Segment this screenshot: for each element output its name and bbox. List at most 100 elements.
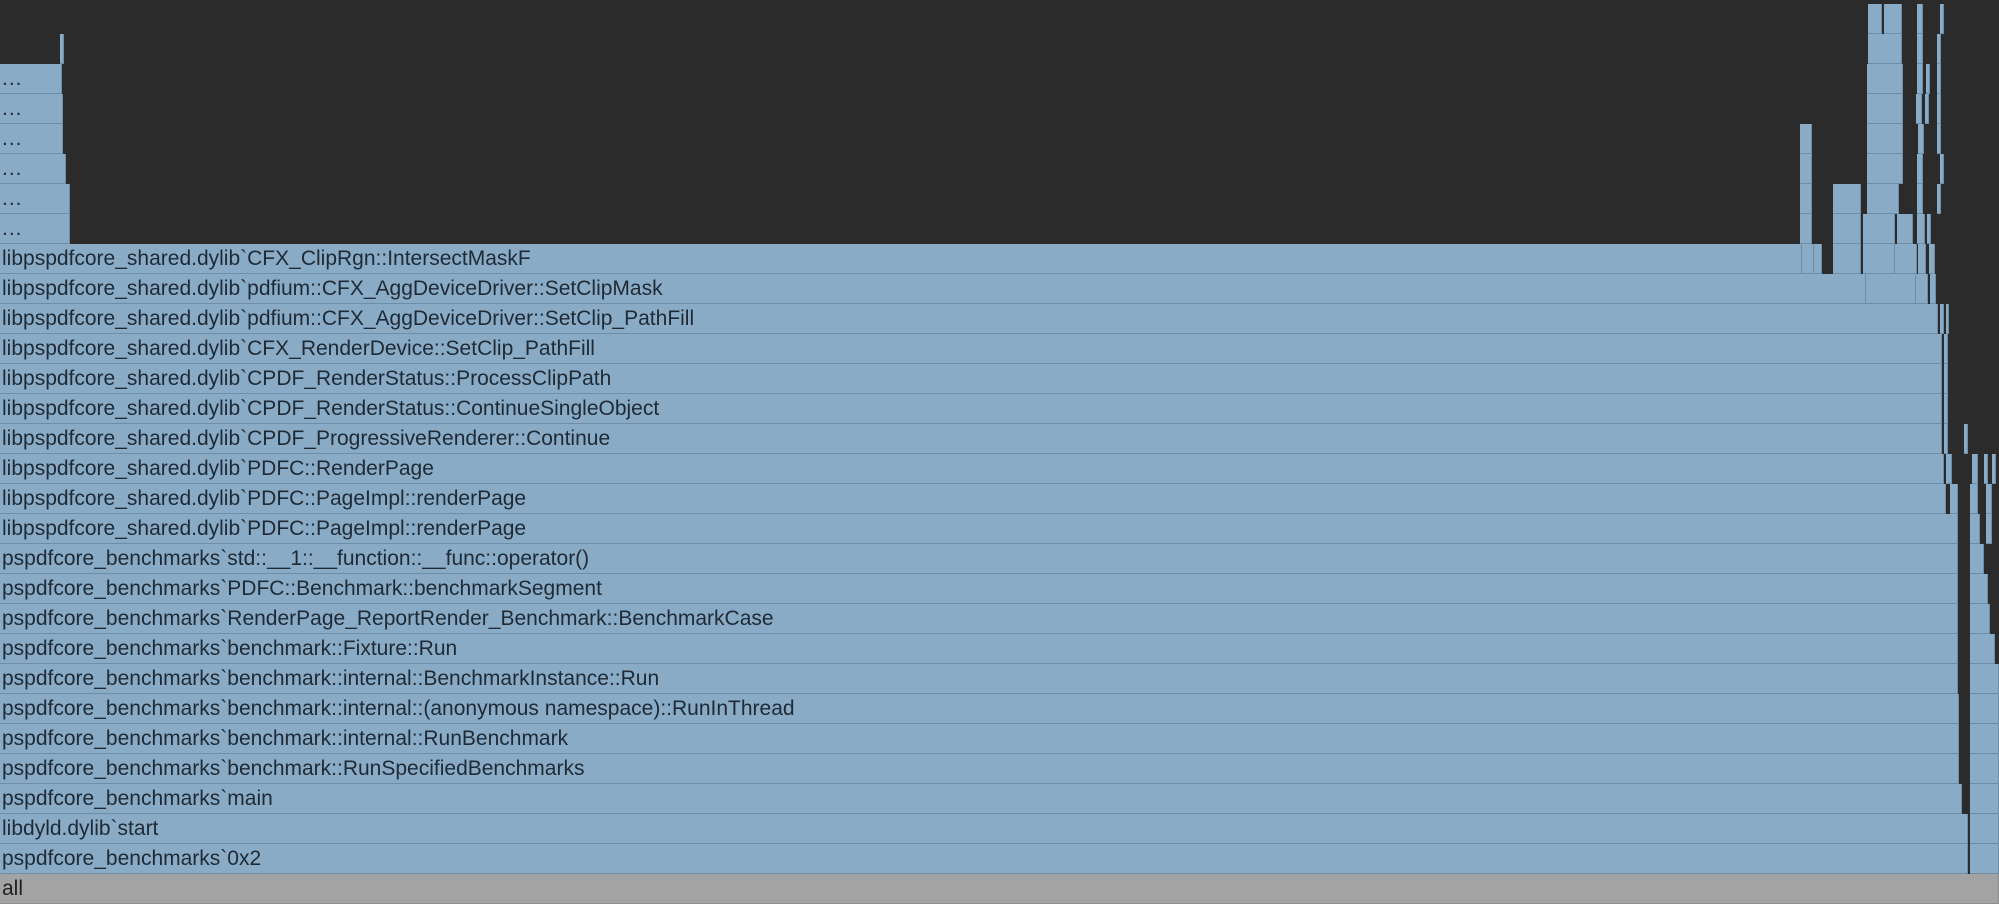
stack-frame[interactable]: libdyld.dylib`start — [0, 814, 1968, 844]
stack-frame[interactable]: pspdfcore_benchmarks`benchmark::RunSpeci… — [0, 754, 1959, 784]
stack-frame[interactable] — [1970, 574, 1988, 604]
stack-frame[interactable] — [1926, 64, 1930, 94]
stack-frame[interactable] — [1925, 94, 1929, 124]
stack-frame[interactable] — [1970, 544, 1984, 574]
stack-frame[interactable]: libpspdfcore_shared.dylib`CFX_RenderDevi… — [0, 334, 1942, 364]
stack-frame[interactable] — [1867, 64, 1903, 94]
stack-frame[interactable]: ... — [0, 94, 63, 124]
stack-frame[interactable]: pspdfcore_benchmarks`benchmark::Fixture:… — [0, 634, 1958, 664]
stack-frame[interactable] — [1937, 124, 1941, 154]
stack-frame[interactable] — [1867, 154, 1903, 184]
stack-frame[interactable]: pspdfcore_benchmarks`RenderPage_ReportRe… — [0, 604, 1958, 634]
stack-frame[interactable] — [1992, 454, 1996, 484]
stack-frame[interactable] — [1930, 274, 1936, 304]
stack-frame[interactable] — [1937, 64, 1941, 94]
stack-frame[interactable] — [1970, 844, 1999, 874]
stack-frame[interactable]: pspdfcore_benchmarks`main — [0, 784, 1962, 814]
stack-frame[interactable] — [1944, 424, 1948, 454]
stack-frame[interactable] — [1863, 244, 1895, 274]
root-frame[interactable]: all — [0, 874, 1999, 904]
stack-frame[interactable] — [1884, 4, 1902, 34]
stack-frame[interactable] — [1940, 4, 1944, 34]
stack-frame[interactable] — [1814, 244, 1822, 274]
stack-frame[interactable] — [1868, 4, 1882, 34]
stack-frame[interactable]: libpspdfcore_shared.dylib`PDFC::PageImpl… — [0, 514, 1958, 544]
stack-frame[interactable] — [1916, 274, 1928, 304]
stack-frame[interactable] — [1868, 34, 1902, 64]
stack-frame[interactable] — [1937, 184, 1941, 214]
stack-frame[interactable]: libpspdfcore_shared.dylib`PDFC::PageImpl… — [0, 484, 1946, 514]
stack-frame[interactable] — [1917, 34, 1923, 64]
stack-frame[interactable] — [1944, 394, 1948, 424]
stack-frame[interactable] — [1970, 724, 1999, 754]
stack-frame[interactable] — [1950, 484, 1958, 514]
stack-frame[interactable] — [1944, 364, 1948, 394]
stack-frame[interactable] — [1970, 754, 1999, 784]
stack-frame[interactable] — [1800, 124, 1812, 154]
stack-frame[interactable] — [1970, 634, 1995, 664]
stack-frame[interactable]: libpspdfcore_shared.dylib`CPDF_RenderSta… — [0, 394, 1942, 424]
stack-frame[interactable] — [1917, 154, 1923, 184]
stack-frame[interactable]: libpspdfcore_shared.dylib`CPDF_RenderSta… — [0, 364, 1942, 394]
stack-frame[interactable] — [1937, 34, 1941, 64]
stack-frame[interactable] — [1927, 214, 1931, 244]
stack-frame[interactable] — [1918, 244, 1926, 274]
stack-frame[interactable]: pspdfcore_benchmarks`benchmark::internal… — [0, 694, 1959, 724]
stack-frame[interactable] — [1929, 244, 1935, 274]
stack-frame[interactable] — [1946, 454, 1952, 484]
stack-frame[interactable]: pspdfcore_benchmarks`benchmark::internal… — [0, 664, 1958, 694]
stack-frame[interactable] — [1970, 514, 1980, 544]
stack-frame[interactable] — [1970, 694, 1999, 724]
stack-frame[interactable] — [1867, 184, 1899, 214]
stack-frame[interactable] — [1916, 94, 1922, 124]
stack-frame[interactable]: pspdfcore_benchmarks`benchmark::internal… — [0, 724, 1959, 754]
stack-frame[interactable]: pspdfcore_benchmarks`0x2 — [0, 844, 1968, 874]
stack-frame[interactable] — [1986, 484, 1992, 514]
stack-frame[interactable] — [1986, 514, 1992, 544]
stack-frame[interactable] — [1964, 424, 1968, 454]
stack-frame[interactable]: ... — [0, 64, 62, 94]
stack-frame[interactable] — [1970, 664, 1999, 694]
stack-frame[interactable]: libpspdfcore_shared.dylib`pdfium::CFX_Ag… — [0, 274, 1866, 304]
stack-frame[interactable]: ... — [0, 124, 63, 154]
stack-frame[interactable] — [1802, 244, 1814, 274]
stack-frame[interactable]: libpspdfcore_shared.dylib`CPDF_Progressi… — [0, 424, 1942, 454]
stack-frame[interactable] — [1970, 814, 1999, 844]
stack-frame[interactable] — [1972, 454, 1978, 484]
stack-frame[interactable] — [1895, 244, 1917, 274]
stack-frame[interactable]: ... — [0, 154, 66, 184]
stack-frame[interactable] — [1863, 214, 1895, 244]
stack-frame[interactable] — [1944, 334, 1948, 364]
stack-frame[interactable]: pspdfcore_benchmarks`std::__1::__functio… — [0, 544, 1958, 574]
stack-frame[interactable] — [1833, 244, 1861, 274]
stack-frame[interactable]: pspdfcore_benchmarks`PDFC::Benchmark::be… — [0, 574, 1958, 604]
stack-frame[interactable] — [1800, 184, 1812, 214]
stack-frame[interactable] — [1970, 484, 1978, 514]
stack-frame[interactable] — [1833, 214, 1861, 244]
stack-frame[interactable] — [1917, 64, 1923, 94]
stack-frame[interactable] — [1866, 274, 1916, 304]
stack-frame[interactable] — [1833, 184, 1861, 214]
stack-frame[interactable] — [1867, 94, 1903, 124]
stack-frame[interactable] — [1897, 214, 1913, 244]
stack-frame[interactable] — [1970, 784, 1999, 814]
stack-frame[interactable]: libpspdfcore_shared.dylib`pdfium::CFX_Ag… — [0, 304, 1938, 334]
stack-frame[interactable]: ... — [0, 214, 70, 244]
stack-frame[interactable] — [1940, 154, 1944, 184]
stack-frame[interactable] — [1970, 604, 1990, 634]
stack-frame[interactable] — [60, 34, 64, 64]
stack-frame[interactable] — [1800, 214, 1812, 244]
stack-frame[interactable] — [1937, 94, 1941, 124]
stack-frame[interactable] — [1917, 4, 1923, 34]
stack-frame[interactable] — [1917, 184, 1923, 214]
stack-frame[interactable] — [1918, 124, 1924, 154]
stack-frame[interactable]: libpspdfcore_shared.dylib`PDFC::RenderPa… — [0, 454, 1944, 484]
stack-frame[interactable]: ... — [0, 184, 70, 214]
stack-frame[interactable] — [1867, 124, 1903, 154]
stack-frame[interactable] — [1984, 454, 1988, 484]
stack-frame[interactable] — [1940, 304, 1944, 334]
stack-frame[interactable] — [1946, 304, 1949, 334]
stack-frame[interactable] — [1800, 154, 1812, 184]
stack-frame[interactable] — [1917, 214, 1925, 244]
stack-frame[interactable]: libpspdfcore_shared.dylib`CFX_ClipRgn::I… — [0, 244, 1802, 274]
